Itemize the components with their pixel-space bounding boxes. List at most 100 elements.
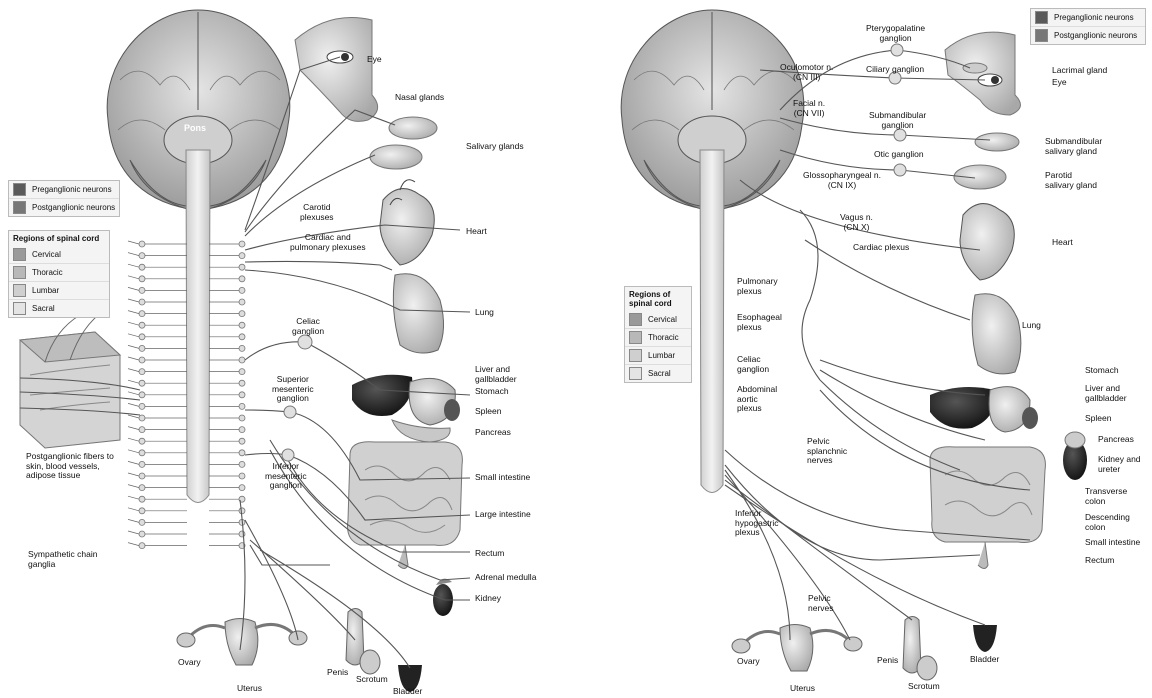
- spinal-nerve-tick: [128, 427, 139, 430]
- right-lung: [972, 294, 1021, 374]
- chain-ganglion: [239, 403, 245, 409]
- chain-ganglion: [239, 473, 245, 479]
- spinal-nerve-tick: [128, 415, 139, 418]
- label-scrotum-right: Scrotum: [908, 682, 940, 692]
- sacral-swatch: [629, 367, 642, 380]
- label-large-intestine: Large intestine: [475, 510, 531, 520]
- thoracic-swatch: [629, 331, 642, 344]
- chain-ganglion: [239, 485, 245, 491]
- label-submandibular-gland: Submandibular salivary gland: [1045, 137, 1102, 156]
- chain-ganglion: [139, 264, 145, 270]
- left-regions-legend: Regions of spinal cord Cervical Thoracic…: [8, 230, 110, 318]
- legend-label: Postganglionic neurons: [32, 203, 115, 212]
- spinal-nerve-tick: [128, 322, 139, 325]
- left-intestines: [348, 442, 463, 569]
- label-ciliary: Ciliary ganglion: [866, 65, 924, 75]
- chain-ganglion: [139, 519, 145, 525]
- label-inferior-hypogastric: Inferior hypogastric plexus: [735, 509, 778, 538]
- chain-ganglion: [139, 380, 145, 386]
- spinal-nerve-tick: [128, 287, 139, 290]
- chain-ganglion: [239, 531, 245, 537]
- chain-ganglion: [239, 287, 245, 293]
- chain-ganglion: [139, 450, 145, 456]
- chain-ganglion: [239, 299, 245, 305]
- regions-title: Regions of spinal cord: [625, 287, 691, 311]
- chain-ganglion: [239, 241, 245, 247]
- chain-ganglion: [239, 311, 245, 317]
- label-transverse-colon: Transverse colon: [1085, 487, 1127, 506]
- chain-ganglion: [239, 438, 245, 444]
- label-salivary-glands: Salivary glands: [466, 142, 524, 152]
- legend-row: Postganglionic neurons: [1031, 27, 1145, 44]
- chain-ganglion: [139, 287, 145, 293]
- chain-ganglion: [139, 543, 145, 549]
- legend-label: Sacral: [32, 304, 55, 313]
- label-scrotum: Scrotum: [356, 675, 388, 685]
- label-kidney-ureter: Kidney and ureter: [1098, 455, 1141, 474]
- chain-ganglion: [239, 461, 245, 467]
- right-spinal-cord: [700, 150, 724, 493]
- left-salivary-glands: [370, 117, 437, 169]
- label-esophageal-plexus: Esophageal plexus: [737, 313, 782, 332]
- label-pancreas-right: Pancreas: [1098, 435, 1134, 445]
- legend-row: Postganglionic neurons: [9, 199, 119, 216]
- label-uterus-right: Uterus: [790, 684, 815, 694]
- label-celiac-right: Celiac ganglion: [737, 355, 769, 374]
- chain-ganglion: [239, 415, 245, 421]
- legend-row: Thoracic: [625, 329, 691, 347]
- label-stomach: Stomach: [475, 387, 509, 397]
- legend-label: Thoracic: [32, 268, 63, 277]
- spinal-nerve-tick: [128, 299, 139, 302]
- label-glossopharyngeal: Glossopharyngeal n. (CN IX): [803, 171, 881, 190]
- label-ovary: Ovary: [178, 658, 201, 668]
- label-vagus: Vagus n. (CN X): [840, 213, 873, 232]
- cervical-swatch: [629, 313, 642, 326]
- left-face: [295, 18, 378, 122]
- chain-ganglion: [139, 276, 145, 282]
- label-eye: Eye: [367, 55, 382, 65]
- label-kidney: Kidney: [475, 594, 501, 604]
- chain-ganglion: [139, 253, 145, 259]
- chain-ganglion: [239, 392, 245, 398]
- spinal-nerve-tick: [128, 450, 139, 453]
- label-liver: Liver and gallbladder: [475, 365, 517, 384]
- legend-label: Preganglionic neurons: [1054, 13, 1134, 22]
- chain-ganglion: [239, 276, 245, 282]
- legend-row: Sacral: [9, 300, 109, 317]
- legend-row: Sacral: [625, 365, 691, 382]
- spinal-nerve-tick: [128, 531, 139, 534]
- chain-ganglion: [139, 485, 145, 491]
- postganglionic-swatch: [1035, 29, 1048, 42]
- label-uterus: Uterus: [237, 684, 262, 694]
- chain-ganglion: [139, 461, 145, 467]
- label-spleen-right: Spleen: [1085, 414, 1111, 424]
- chain-ganglion: [239, 450, 245, 456]
- legend-row: Preganglionic neurons: [1031, 9, 1145, 27]
- right-salivary-glands: [954, 133, 1019, 189]
- spinal-nerve-tick: [128, 241, 139, 244]
- right-reproductive: [732, 617, 997, 681]
- label-penis-right: Penis: [877, 656, 898, 666]
- legend-label: Preganglionic neurons: [32, 185, 112, 194]
- spinal-nerve-tick: [128, 403, 139, 406]
- label-descending-colon: Descending colon: [1085, 513, 1130, 532]
- label-pelvic-nerves: Pelvic nerves: [808, 594, 834, 613]
- chain-ganglion: [139, 322, 145, 328]
- spinal-nerve-tick: [128, 392, 139, 395]
- chain-ganglion: [139, 369, 145, 375]
- label-pelvic-splanchnic: Pelvic splanchnic nerves: [807, 437, 847, 466]
- legend-label: Cervical: [32, 250, 61, 259]
- label-adrenal-medulla: Adrenal medulla: [475, 573, 536, 583]
- label-submandibular-ganglion: Submandibular ganglion: [869, 111, 926, 130]
- label-carotid: Carotid plexuses: [300, 203, 334, 222]
- spinal-nerve-tick: [128, 345, 139, 348]
- spinal-nerve-tick: [128, 461, 139, 464]
- label-cardiac-plexus: Cardiac plexus: [853, 243, 909, 253]
- label-rectum: Rectum: [475, 549, 504, 559]
- chain-ganglion: [139, 415, 145, 421]
- label-liver-right: Liver and gallbladder: [1085, 384, 1127, 403]
- chain-ganglion: [139, 531, 145, 537]
- label-pterygopalatine: Pterygopalatine ganglion: [866, 24, 925, 43]
- label-small-intestine: Small intestine: [475, 473, 530, 483]
- label-spleen: Spleen: [475, 407, 501, 417]
